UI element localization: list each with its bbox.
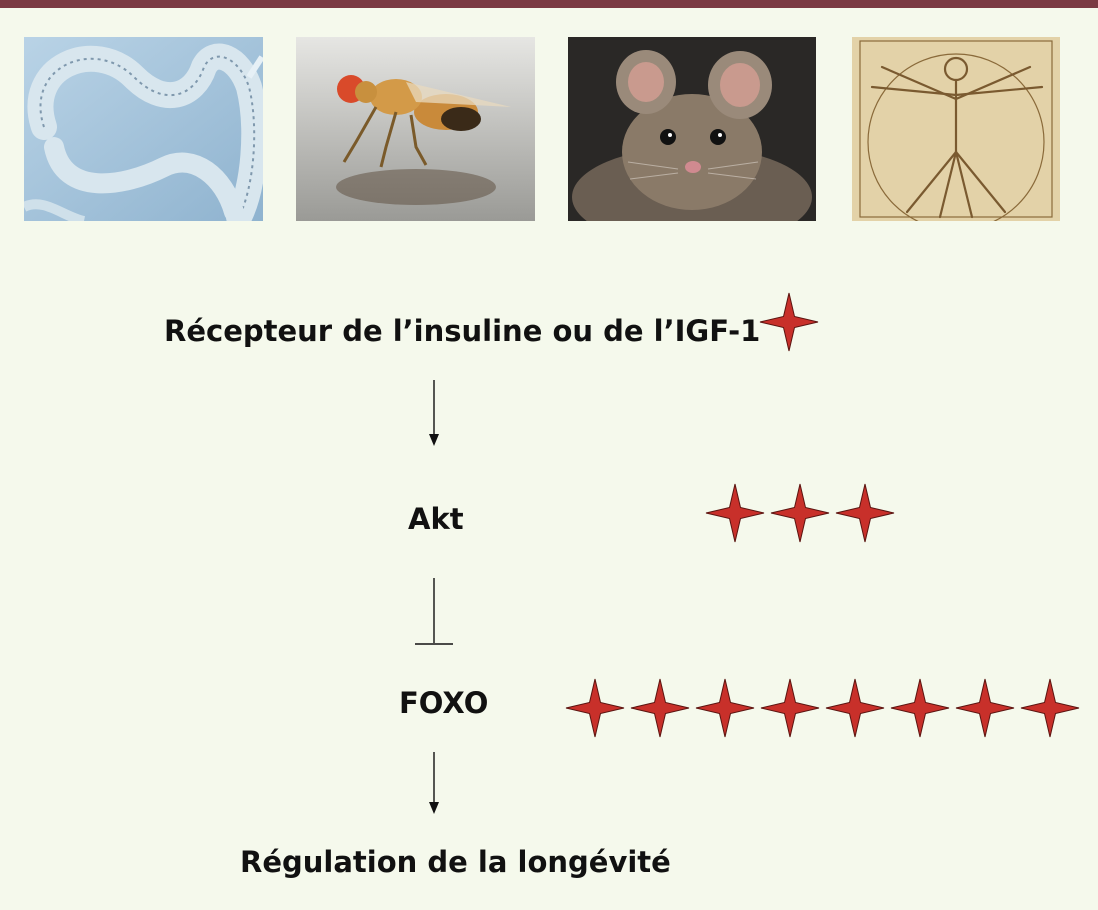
worm-photo xyxy=(24,37,263,221)
foxo-label: FOXO xyxy=(399,686,489,720)
mouse-photo xyxy=(568,37,816,221)
vitruvian-man-photo xyxy=(852,37,1060,221)
longevity-label: Régulation de la longévité xyxy=(240,845,671,879)
foxo-star-icon xyxy=(565,678,625,738)
akt-star-icon xyxy=(705,483,765,543)
foxo-star-icon xyxy=(630,678,690,738)
foxo-star-icon xyxy=(825,678,885,738)
foxo-star-icon xyxy=(695,678,755,738)
foxo-star-icon xyxy=(890,678,950,738)
akt-label: Akt xyxy=(408,502,464,536)
akt-star-icon xyxy=(835,483,895,543)
akt-star-icon xyxy=(770,483,830,543)
fruit-fly-photo xyxy=(296,37,535,221)
foxo-star-icon xyxy=(760,678,820,738)
foxo-star-icon xyxy=(955,678,1015,738)
receptor-label: Récepteur de l’insuline ou de l’IGF-1 xyxy=(164,314,761,348)
top-border-bar xyxy=(0,0,1098,8)
receptor-star-icon xyxy=(759,292,819,352)
foxo-star-icon xyxy=(1020,678,1080,738)
